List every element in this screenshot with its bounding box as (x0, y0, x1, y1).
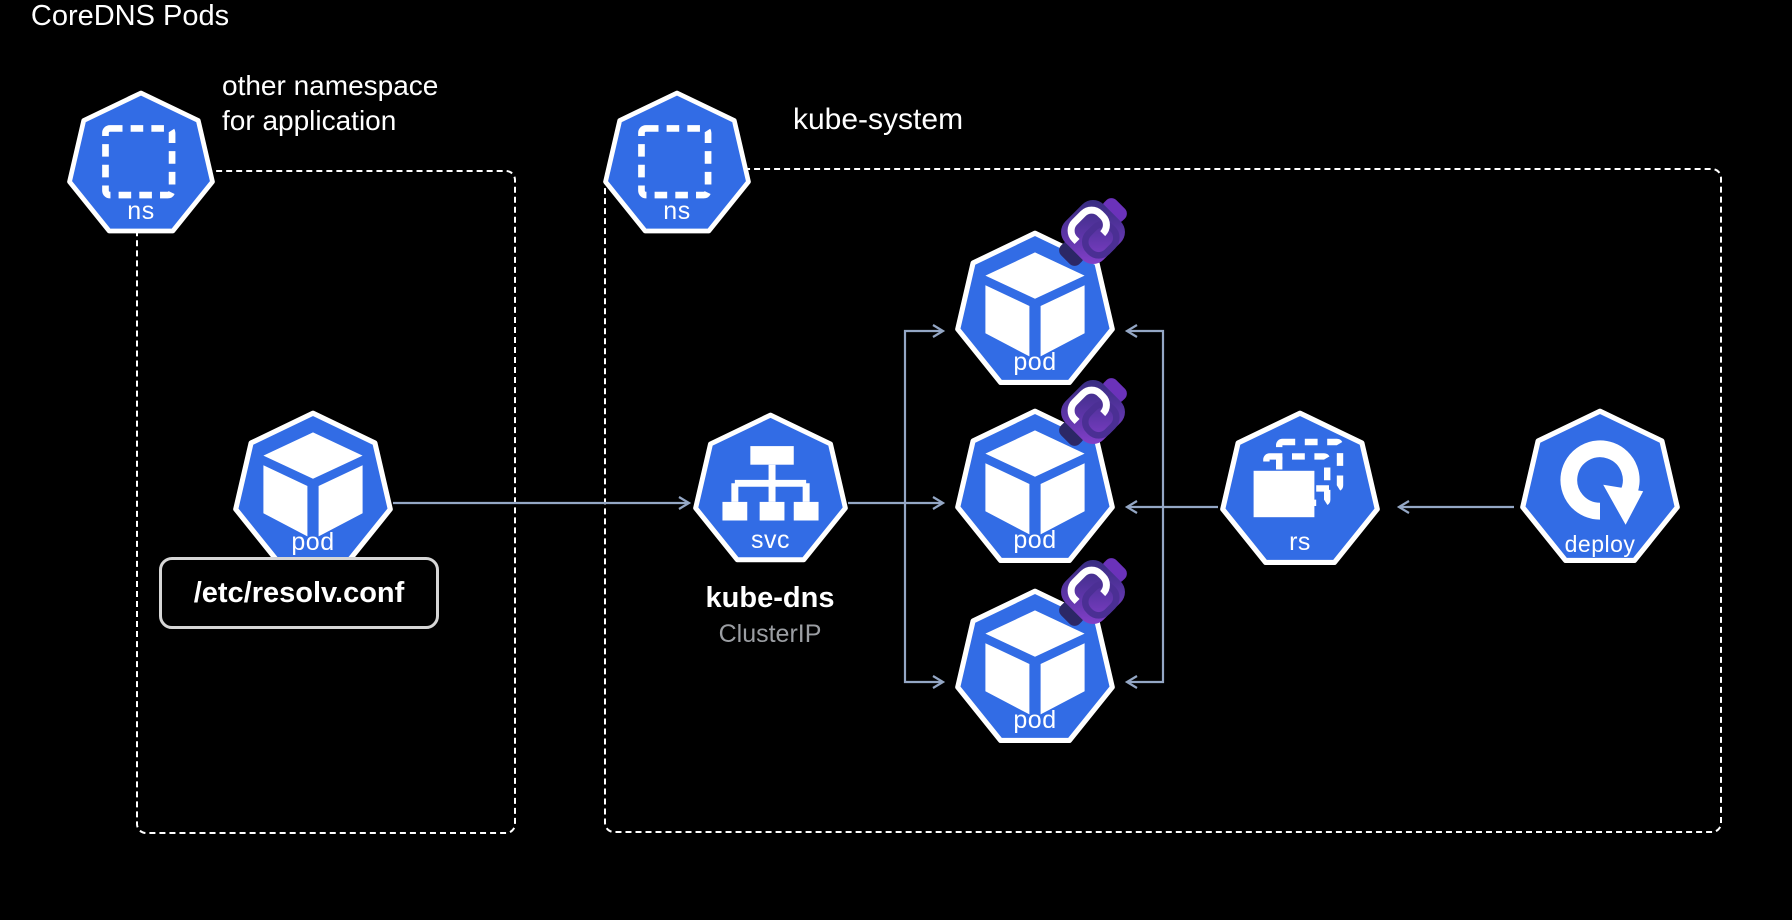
ns-icon (102, 125, 176, 199)
coredns-link-badge-1 (1053, 192, 1133, 272)
svc-name: kube-dns (705, 582, 835, 614)
deploy-rotate-icon (1560, 440, 1644, 525)
coredns-link-icon (1059, 558, 1127, 626)
replicaset-node: rs (1220, 410, 1380, 570)
coredns-link-badge-2 (1053, 372, 1133, 452)
pod-cube-icon (985, 252, 1085, 357)
coredns-pod-node-2: pod (955, 408, 1115, 568)
app-pod-node: pod (233, 410, 393, 570)
app-namespace-title-line2: for application (222, 105, 397, 136)
pod-icon-label: pod (1013, 348, 1057, 377)
service-tree-icon (722, 446, 819, 521)
rs-icon-label: rs (1289, 528, 1311, 557)
ns-icon (638, 125, 712, 199)
heptagon-shape (1520, 408, 1680, 564)
pod-cube-icon (985, 610, 1085, 715)
pod-icon-label: pod (1013, 706, 1057, 735)
arrow-rs-to-top-pod (1124, 324, 1165, 507)
app-namespace-title: other namespace for application (222, 68, 438, 138)
coredns-pod-node-1: pod (955, 230, 1115, 390)
svc-caption: kube-dns ClusterIP (645, 582, 895, 649)
deployment-node: deploy (1520, 408, 1680, 568)
kube-system-title: kube-system (793, 103, 964, 136)
coredns-pod-node-3: pod (955, 588, 1115, 748)
arrow-svc-to-bottom-pod (903, 503, 946, 689)
app-ns-node: ns (67, 90, 215, 238)
ns-icon-label: ns (127, 197, 155, 226)
ns-icon-label: ns (663, 197, 691, 226)
pod-icon-label: pod (291, 528, 335, 557)
svc-type: ClusterIP (718, 620, 822, 648)
coredns-link-icon (1059, 378, 1127, 446)
svc-icon-label: svc (751, 525, 790, 554)
kube-dns-svc-node: svc (693, 412, 848, 567)
deploy-icon-label: deploy (1564, 531, 1636, 558)
pod-cube-icon (985, 430, 1085, 535)
app-namespace-title-line1: other namespace (222, 70, 439, 101)
coredns-pods-caption: CoreDNS Pods (30, 0, 230, 32)
resolv-conf-label: /etc/resolv.conf (159, 557, 439, 629)
kube-system-box (604, 168, 1722, 833)
coredns-link-badge-3 (1053, 552, 1133, 632)
arrow-svc-to-top-pod (903, 324, 946, 503)
pod-icon-label: pod (1013, 526, 1057, 555)
replicaset-stack-icon (1253, 438, 1344, 518)
coredns-link-icon (1059, 198, 1127, 266)
arrow-rs-to-bottom-pod (1124, 507, 1165, 689)
pod-cube-icon (263, 432, 363, 537)
kube-system-ns-node: ns (603, 90, 751, 238)
